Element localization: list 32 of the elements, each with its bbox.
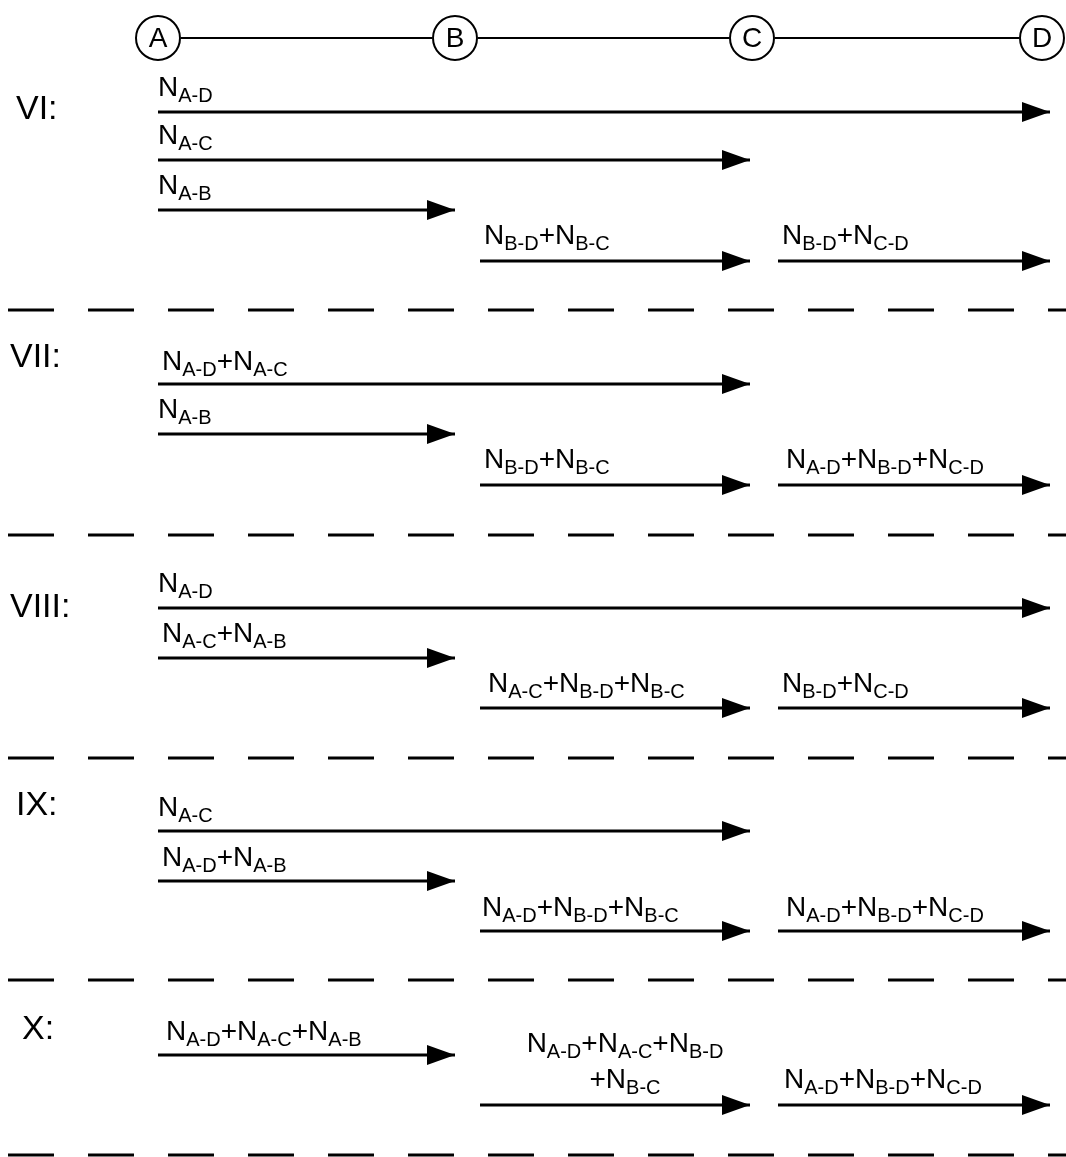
station-circle: C bbox=[729, 15, 775, 61]
flow-label: N$_{B-D}$+N$_{C-D}$ bbox=[782, 220, 909, 250]
flow-label: N$_{B-D}$+N$_{C-D}$ bbox=[782, 668, 909, 698]
flow-label: N$_{A-D}$ bbox=[158, 72, 213, 102]
section-label: VII: bbox=[10, 340, 62, 370]
flow-label: N$_{A-C}$ bbox=[158, 792, 213, 822]
connector-line bbox=[477, 37, 730, 39]
flow-label: N$_{A-D}$ bbox=[158, 568, 213, 598]
connector-line bbox=[774, 37, 1020, 39]
flow-label: N$_{A-D}$+N$_{B-D}$+N$_{C-D}$ bbox=[784, 1064, 982, 1094]
flow-label: N$_{B-D}$+N$_{B-C}$ bbox=[484, 220, 610, 250]
connector-line bbox=[180, 37, 433, 39]
section-label: X: bbox=[22, 1012, 55, 1042]
flow-label: N$_{A-D}$+N$_{A-B}$ bbox=[162, 842, 287, 872]
section-label: VIII: bbox=[10, 590, 71, 620]
flow-label: N$_{A-B}$ bbox=[158, 394, 212, 424]
section-label: VI: bbox=[16, 92, 58, 122]
flow-label: N$_{A-D}$+N$_{A-C}$+N$_{A-B}$ bbox=[166, 1016, 362, 1046]
flow-label: N$_{A-C}$ bbox=[158, 120, 213, 150]
flow-label: N$_{A-D}$+N$_{B-D}$+N$_{C-D}$ bbox=[786, 444, 984, 474]
section-label: IX: bbox=[16, 788, 58, 818]
flow-label: N$_{B-D}$+N$_{B-C}$ bbox=[484, 444, 610, 474]
station-circle: D bbox=[1019, 15, 1065, 61]
station-circle: A bbox=[135, 15, 181, 61]
flow-label: N$_{A-D}$+N$_{B-D}$+N$_{C-D}$ bbox=[786, 892, 984, 922]
flow-label: N$_{A-C}$+N$_{A-B}$ bbox=[162, 618, 287, 648]
flow-label: N$_{A-D}$+N$_{A-C}$ bbox=[162, 346, 288, 376]
flow-label: N$_{A-D}$+N$_{B-D}$+N$_{B-C}$ bbox=[482, 892, 679, 922]
flow-label: N$_{A-B}$ bbox=[158, 170, 212, 200]
station-circle: B bbox=[432, 15, 478, 61]
flow-label: N$_{A-C}$+N$_{B-D}$+N$_{B-C}$ bbox=[488, 668, 685, 698]
flow-label: N$_{A-D}$+N$_{A-C}$+N$_{B-D}$ +N$_{B-C}$ bbox=[525, 1026, 725, 1097]
